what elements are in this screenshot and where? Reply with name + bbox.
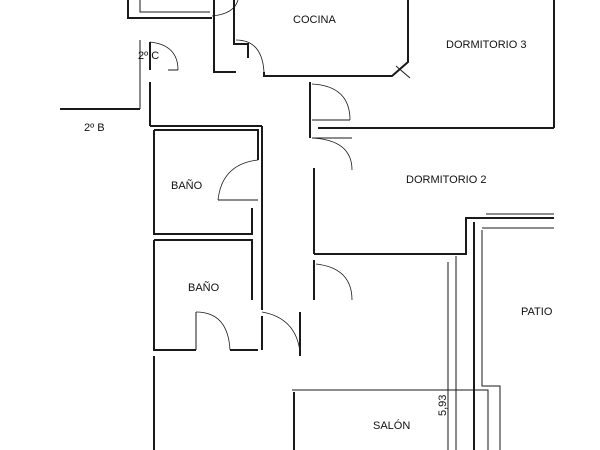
- room-label-cocina: COCINA: [293, 14, 336, 26]
- landing-walls: [60, 0, 239, 126]
- room-label-dormitorio-3: DORMITORIO 3: [446, 39, 526, 51]
- room-label-bano-upper: BAÑO: [171, 179, 203, 192]
- dimension-salon: 5,93: [437, 395, 449, 416]
- patio-walls: [473, 222, 554, 450]
- living-room-walls: [153, 256, 489, 450]
- kitchen-walls: [213, 0, 411, 79]
- room-label-salon: SALÓN: [373, 419, 410, 432]
- unit-label-2c: 2º C: [138, 50, 159, 62]
- unit-label-2b: 2º B: [84, 122, 105, 134]
- bathroom-1-walls: [153, 129, 259, 235]
- room-label-patio: PATIO: [521, 306, 553, 318]
- room-label-dormitorio-2: DORMITORIO 2: [406, 174, 486, 186]
- corridor-walls: [150, 125, 353, 310]
- bedroom-2-walls: [313, 168, 554, 255]
- bedroom-3-walls: [309, 0, 555, 129]
- room-label-bano-lower: BAÑO: [188, 281, 220, 294]
- bathroom-2-walls: [153, 239, 258, 351]
